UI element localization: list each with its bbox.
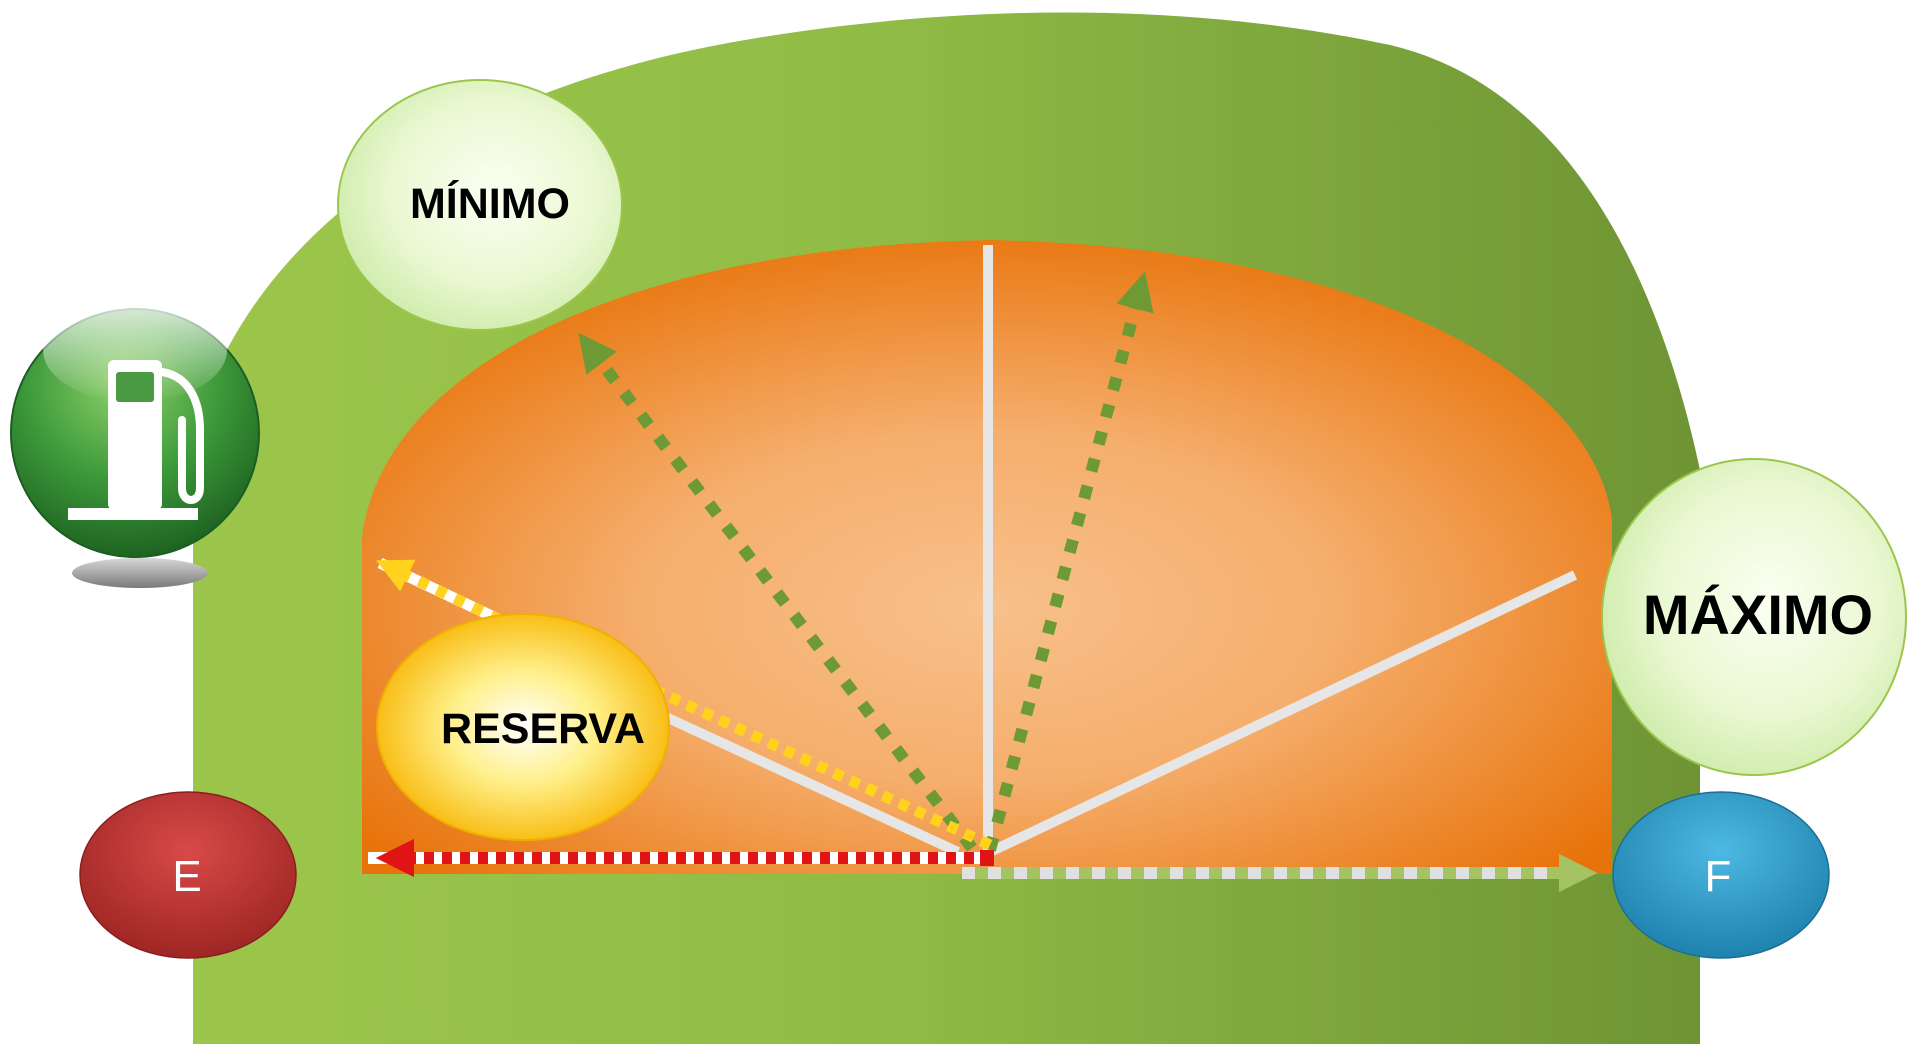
- full-label: F: [1705, 852, 1732, 901]
- dashed-arrows: [368, 271, 1598, 893]
- empty-label: E: [172, 852, 201, 901]
- reserva-label: RESERVA: [441, 705, 645, 753]
- pointer-lines: [652, 245, 1578, 862]
- maximo-bubble: MÁXIMO: [1601, 458, 1907, 776]
- fuel-pump-icon: [10, 298, 260, 588]
- empty-marker: E: [79, 791, 297, 959]
- full-marker: F: [1612, 791, 1830, 959]
- pointer-line-reserve: [652, 707, 961, 857]
- maximo-label: MÁXIMO: [1643, 583, 1873, 646]
- minimo-bubble: MÍNIMO: [337, 79, 623, 331]
- pivot: [980, 850, 994, 866]
- arrow-to-upper-right: [984, 271, 1154, 852]
- minimo-label: MÍNIMO: [410, 180, 570, 228]
- reserva-bubble: RESERVA: [376, 613, 670, 841]
- arrow-to-reserva: [652, 685, 993, 850]
- arrow-to-minimo: [578, 332, 977, 852]
- pointer-line-max: [987, 570, 1578, 857]
